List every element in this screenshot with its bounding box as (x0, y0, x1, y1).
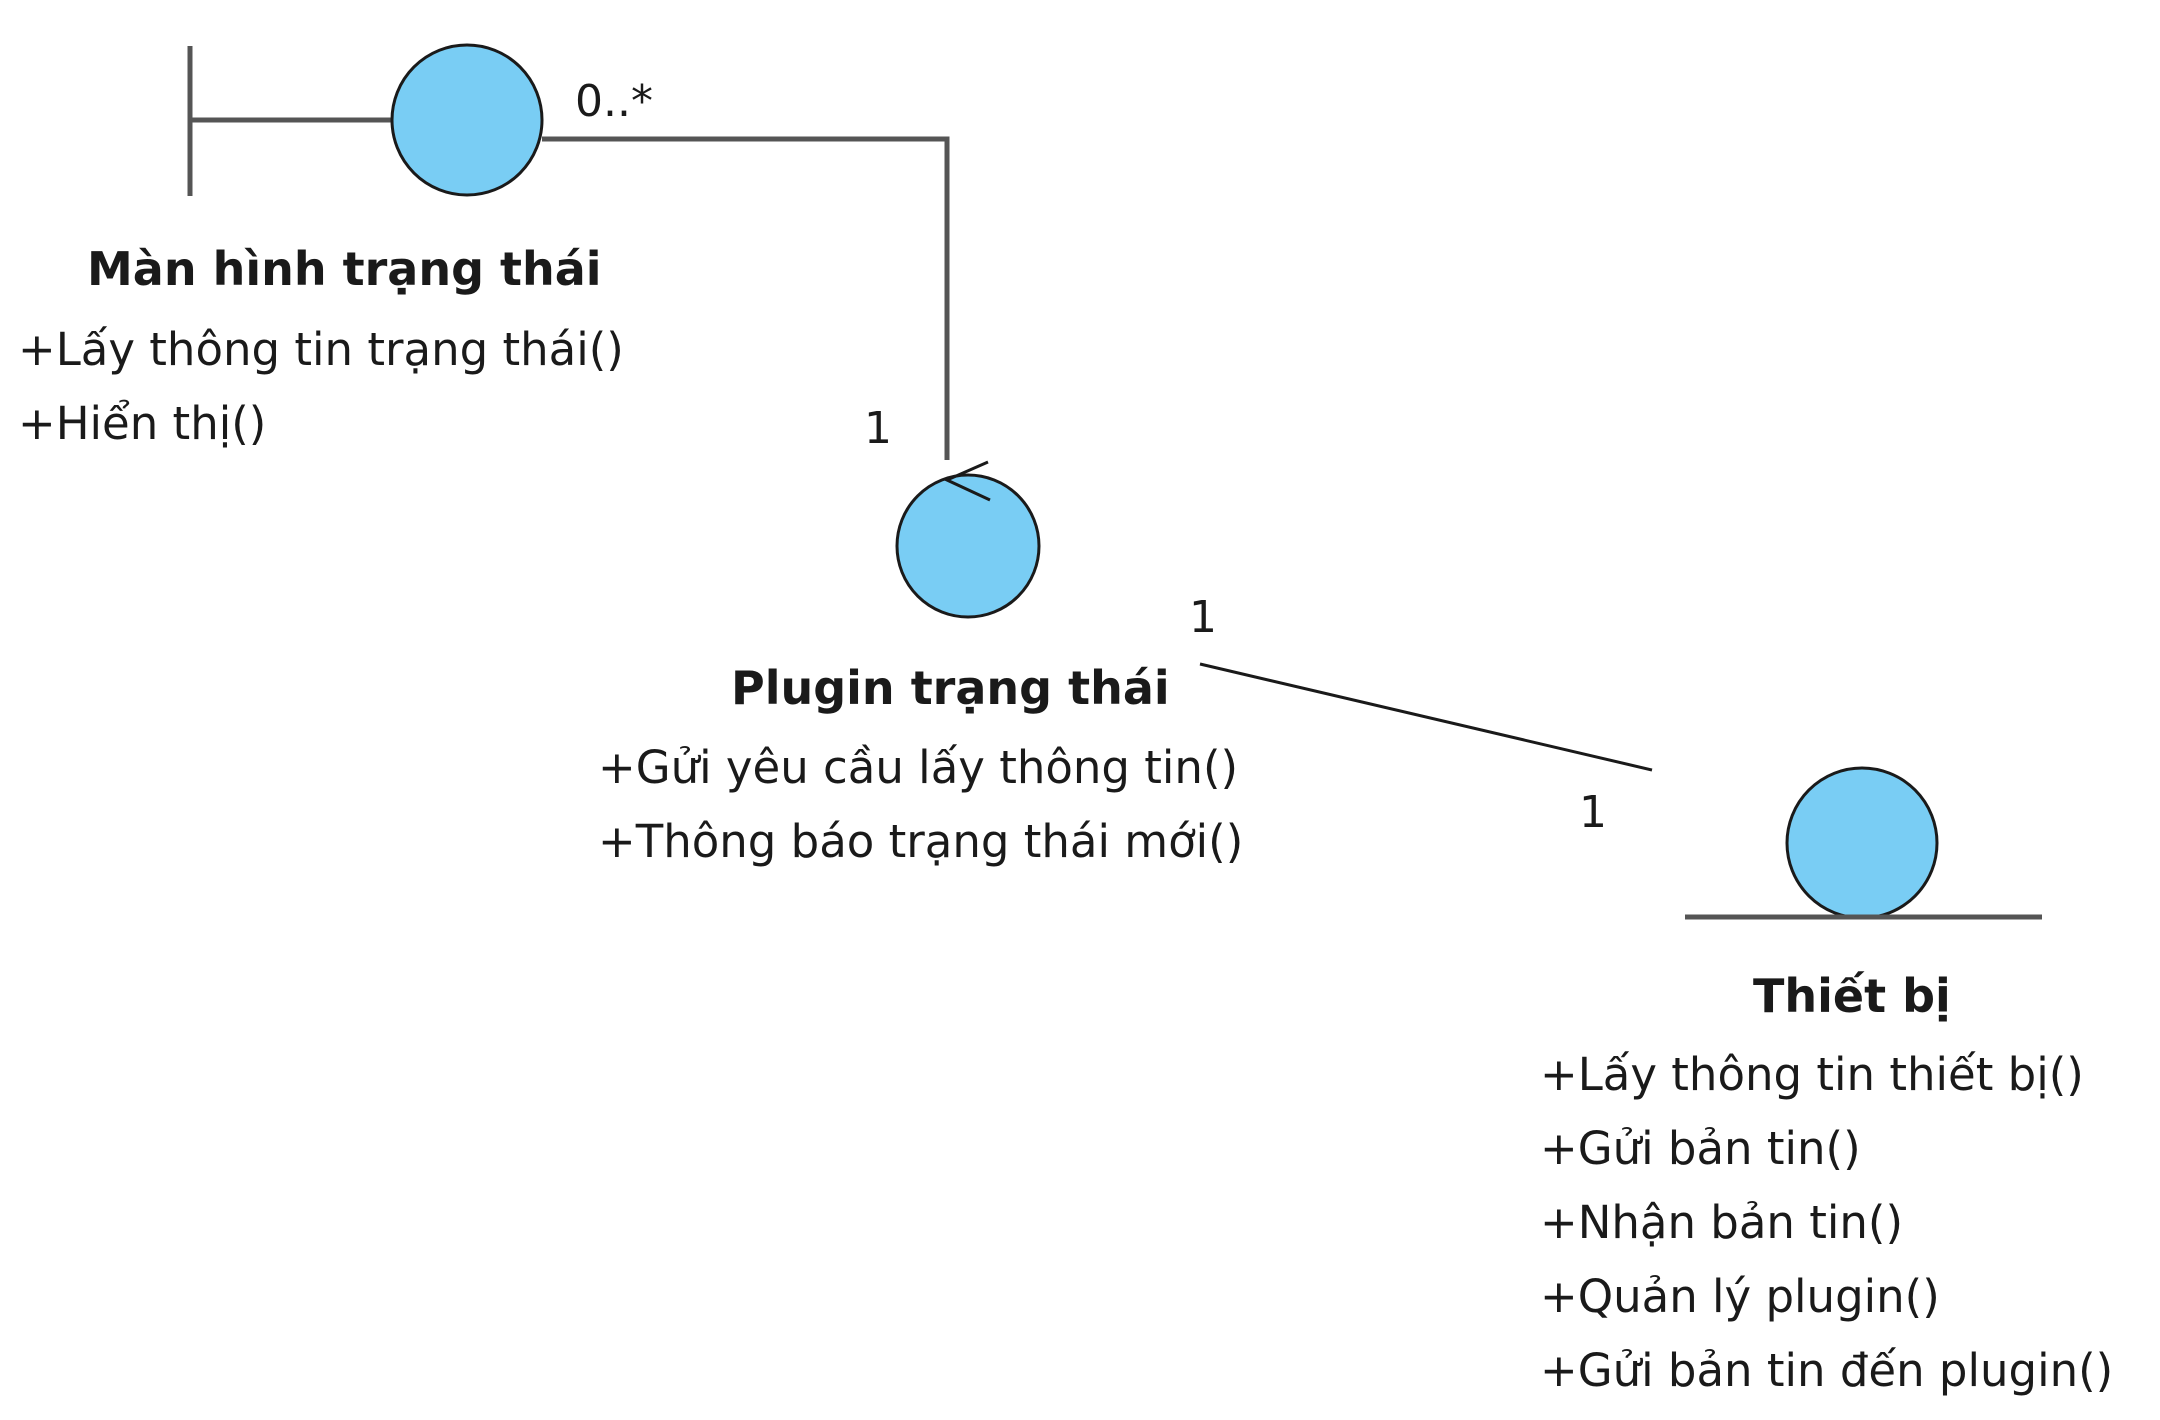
class-operations-entity: +Lấy thông tin thiết bị() +Gửi bản tin()… (1540, 1038, 2113, 1408)
class-name-entity: Thiết bị (1753, 969, 1951, 1023)
operation: +Nhận bản tin() (1540, 1196, 1904, 1249)
control-icon (895, 460, 1041, 619)
class-operations-control: +Gửi yêu cầu lấy thông tin() +Thông báo … (598, 731, 1243, 879)
operation: +Quản lý plugin() (1540, 1270, 1940, 1323)
boundary-icon (187, 43, 544, 197)
operation: +Thông báo trạng thái mới() (598, 815, 1244, 868)
operation: +Gửi bản tin() (1540, 1122, 1861, 1175)
operation: +Gửi yêu cầu lấy thông tin() (598, 741, 1239, 794)
multiplicity-boundary-end: 0..* (575, 76, 653, 127)
multiplicity-control-end-right: 1 (1189, 592, 1217, 643)
multiplicity-control-end-top: 1 (864, 403, 892, 454)
multiplicity-entity-end: 1 (1579, 787, 1607, 838)
entity-icon (1685, 766, 2042, 920)
operation: +Lấy thông tin trạng thái() (18, 323, 624, 376)
class-name-boundary: Màn hình trạng thái (87, 242, 602, 296)
class-name-control: Plugin trạng thái (731, 661, 1170, 715)
association-line-boundary-control (542, 136, 950, 460)
operation: +Hiển thị() (18, 397, 267, 450)
operation: +Gửi bản tin đến plugin() (1540, 1344, 2114, 1397)
association-line-control-entity (1199, 662, 1653, 772)
operation: +Lấy thông tin thiết bị() (1540, 1048, 2084, 1101)
class-operations-boundary: +Lấy thông tin trạng thái() +Hiển thị() (18, 313, 624, 461)
